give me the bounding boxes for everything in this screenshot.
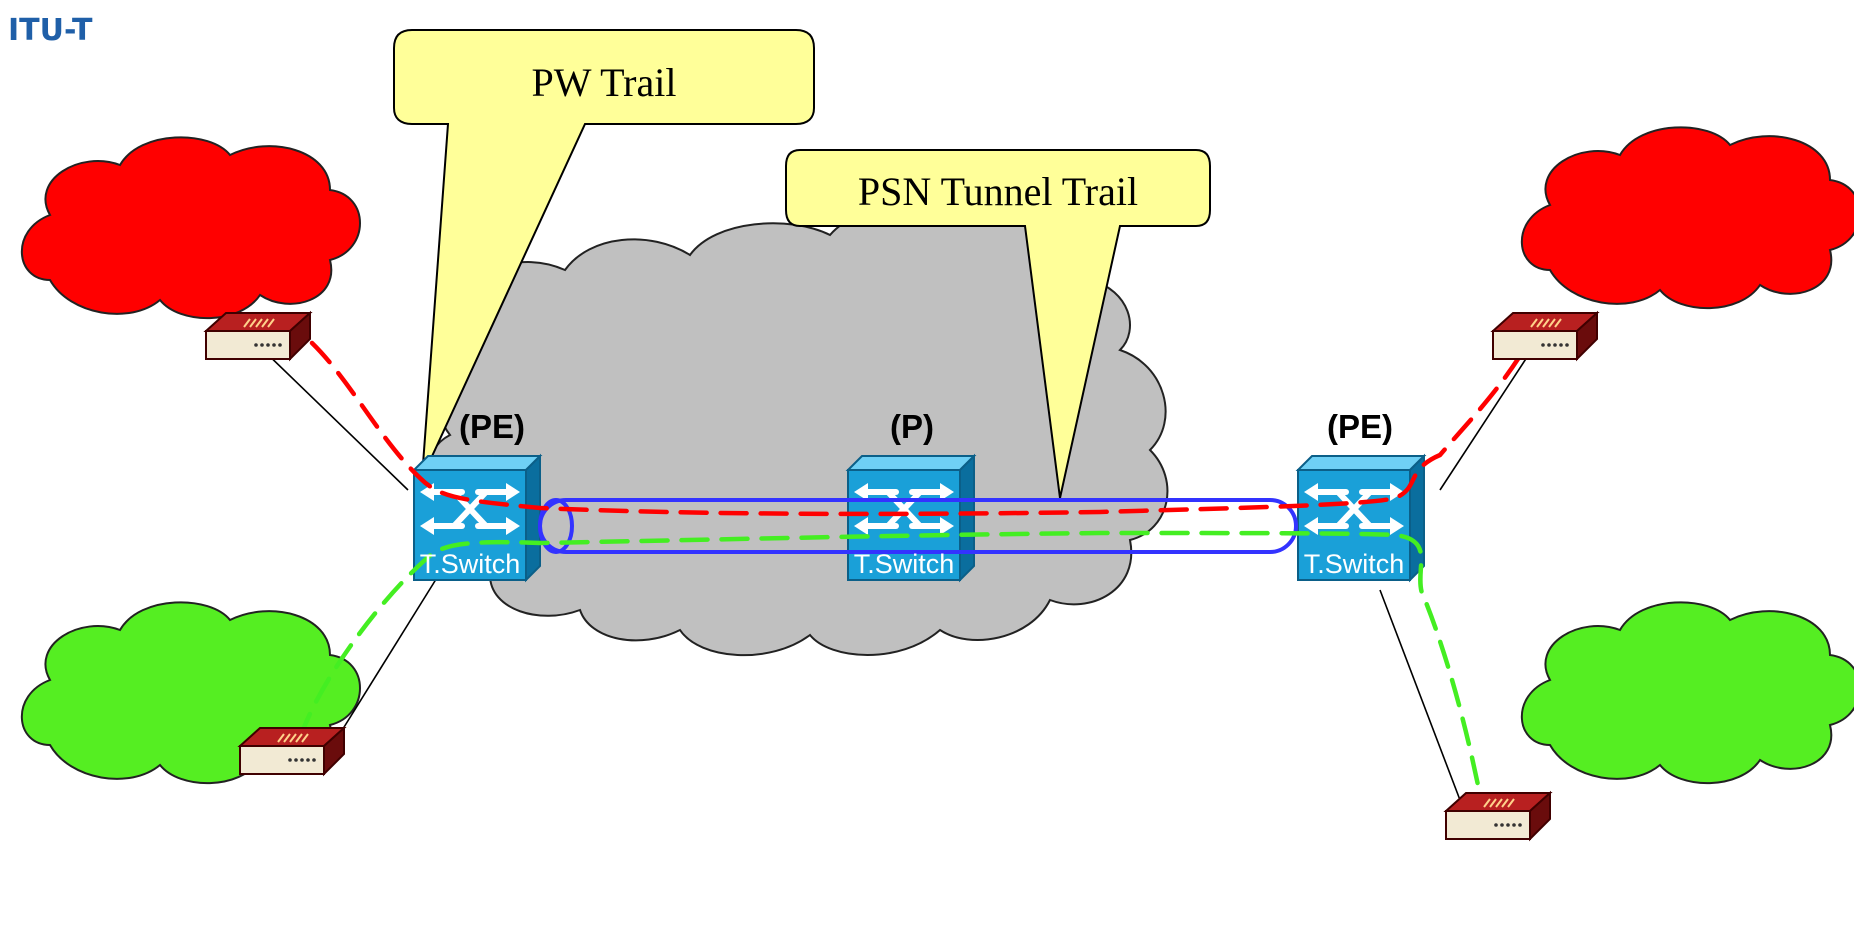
pe-right-role-label: (PE) [1327, 408, 1393, 445]
red-site-cloud-top-left-icon [20, 136, 362, 320]
attachment-link-green-left [335, 559, 449, 741]
p-center-caption: T.Switch [854, 549, 955, 579]
pe-right-caption: T.Switch [1304, 549, 1405, 579]
router-green-right-icon[interactable] [1445, 792, 1551, 840]
red-site-cloud-top-right-icon [1520, 126, 1854, 310]
router-green-left-icon[interactable] [239, 727, 345, 775]
pw-trail-label: PW Trail [532, 60, 677, 105]
attachment-link-green-right [1379, 589, 1461, 801]
pw-trail-callout: PW Trail [393, 29, 815, 479]
pe-left-role-label: (PE) [459, 408, 525, 445]
router-red-left-icon[interactable] [205, 312, 311, 360]
psn-tunnel [538, 498, 1298, 554]
router-red-right-icon[interactable] [1492, 312, 1598, 360]
pe-left-caption: T.Switch [420, 549, 521, 579]
tunnel-end-left [538, 498, 574, 554]
green-pseudowire [297, 530, 1483, 798]
attachment-links [257, 344, 1536, 801]
attachment-link-red-right [1439, 344, 1536, 491]
attachment-link-red-left [257, 344, 409, 491]
org-label: ITU-T [8, 13, 93, 48]
psn-tunnel-trail-label: PSN Tunnel Trail [858, 169, 1138, 214]
p-center-role-label: (P) [890, 408, 934, 445]
psn-tunnel-trail-callout: PSN Tunnel Trail [785, 149, 1211, 499]
green-site-cloud-bottom-right-icon [1520, 601, 1854, 785]
red-pseudowire [309, 337, 1533, 517]
